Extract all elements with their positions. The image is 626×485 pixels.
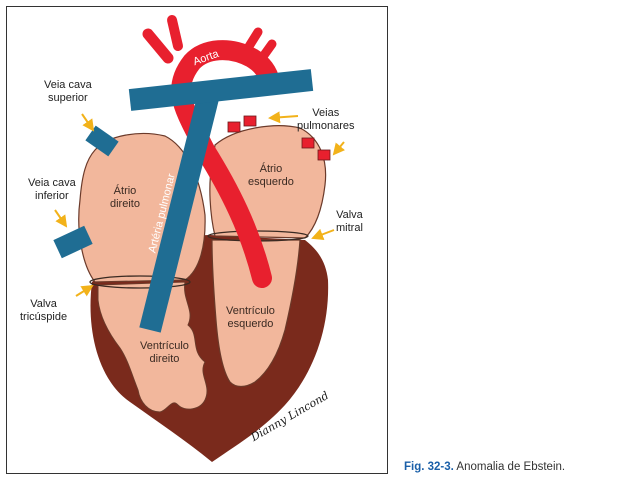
pulmonary-vein-2 <box>243 115 257 127</box>
aorta-branch-4 <box>257 39 277 63</box>
label-svc-line2: superior <box>47 92 88 104</box>
label-svc: Veia cava superior <box>44 79 92 105</box>
arrow-mitral <box>311 228 335 241</box>
label-ivc-line2: inferior <box>35 190 69 202</box>
label-right-atrium-line2: direito <box>110 198 140 210</box>
superior-vena-cava <box>85 125 119 157</box>
figure-number: Fig. 32-3. <box>404 461 454 473</box>
label-mitral-valve-line2: mitral <box>336 222 363 234</box>
aorta-vessel <box>171 40 280 288</box>
label-left-ventricle: Ventrículo esquerdo <box>226 305 275 331</box>
label-ivc: Veia cava inferior <box>28 177 76 203</box>
arrow-pulmonary-veins-2 <box>332 141 346 156</box>
pulmonary-vein-1 <box>227 121 241 133</box>
label-pulmonary-veins-line1: Veias <box>312 107 340 119</box>
pulmonary-artery-branches <box>128 69 314 111</box>
label-left-atrium: Átrio esquerdo <box>248 163 294 189</box>
label-ivc-line1: Veia cava <box>28 177 76 189</box>
label-left-ventricle-line1: Ventrículo <box>226 305 275 317</box>
pulmonary-artery-trunk <box>139 95 219 333</box>
label-tricuspid-valve: Valva tricúspide <box>20 298 67 324</box>
aorta-branch-2 <box>167 15 183 51</box>
arrow-ivc <box>54 209 68 228</box>
arrow-pulmonary-veins-1 <box>268 111 299 124</box>
label-left-ventricle-line2: esquerdo <box>227 318 274 330</box>
aorta-branch-1 <box>142 28 174 64</box>
right-ventricle <box>97 281 208 413</box>
label-pulmonary-veins-line2: pulmonares <box>297 120 355 132</box>
tricuspid-valve-ring <box>89 275 191 289</box>
label-right-ventricle-line2: direito <box>149 353 180 365</box>
left-ventricle <box>211 239 301 388</box>
label-tricuspid-valve-line2: tricúspide <box>20 311 68 323</box>
label-left-atrium-line1: Átrio <box>259 163 283 175</box>
figure-caption: Fig. 32-3. Anomalia de Ebstein. <box>404 461 565 473</box>
label-svc-line1: Veia cava <box>44 79 92 91</box>
label-right-ventricle-line1: Ventrículo <box>140 340 189 352</box>
pulmonary-vein-3 <box>301 137 315 149</box>
label-mitral-valve: Valva mitral <box>336 209 363 235</box>
caption-text: Anomalia de Ebstein. <box>453 461 566 473</box>
label-pulmonary-veins: Veias pulmonares <box>297 107 354 133</box>
label-mitral-valve-line1: Valva <box>336 209 363 221</box>
label-tricuspid-valve-line1: Valva <box>30 298 57 310</box>
aorta-branch-3 <box>243 27 263 53</box>
label-right-ventricle: Ventrículo direito <box>140 340 189 366</box>
arrow-svc <box>81 113 95 132</box>
label-left-atrium-line2: esquerdo <box>248 176 294 188</box>
label-right-atrium: Átrio direito <box>110 185 140 211</box>
inferior-vena-cava <box>53 225 93 259</box>
arrow-tricuspid <box>75 284 94 297</box>
label-right-atrium-line1: Átrio <box>113 185 137 197</box>
pulmonary-vein-4 <box>317 149 331 161</box>
